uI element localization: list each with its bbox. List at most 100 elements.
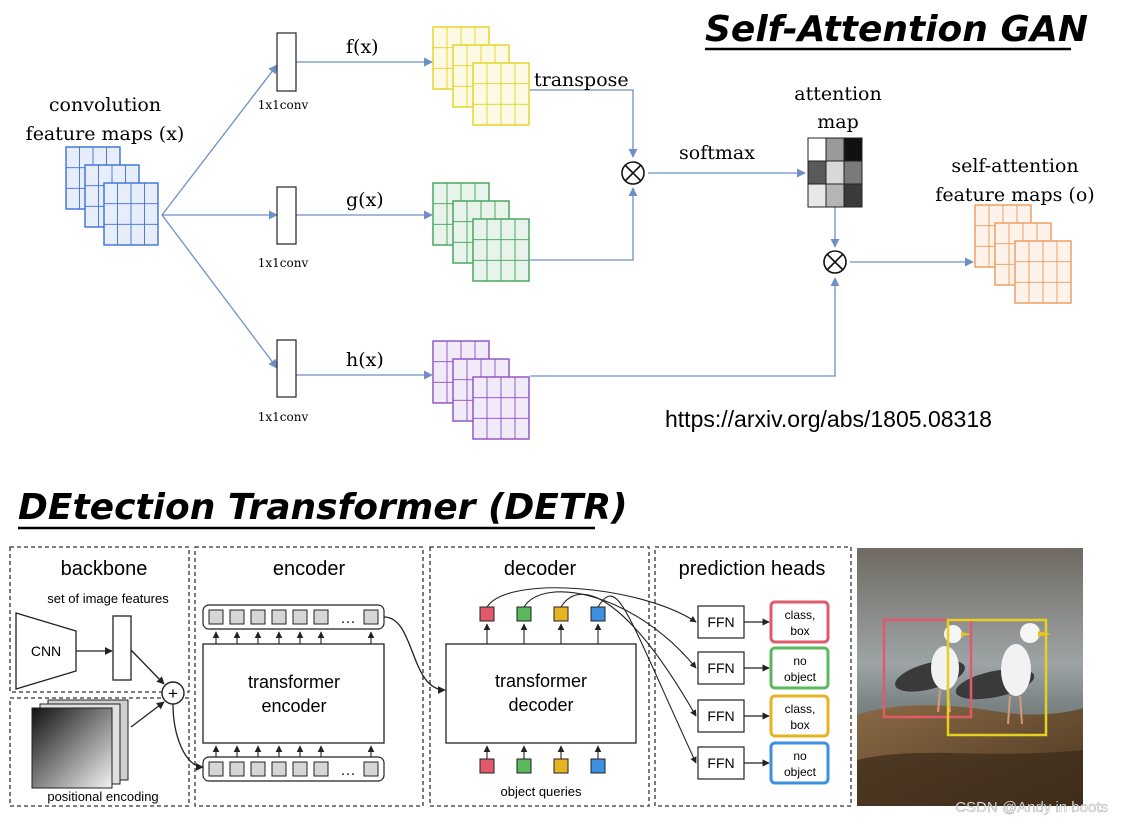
encoder-box-line1: transformer (248, 672, 340, 692)
attention-cell (843, 160, 863, 185)
detr-title: DEtection Transformer (DETR) (18, 487, 628, 528)
feature-map-layer (472, 376, 530, 440)
input-label-line1: convolution (49, 94, 161, 116)
h-feature-maps (432, 340, 530, 440)
cnn-label: CNN (31, 643, 61, 659)
arrow-plus-to-encoder (172, 703, 204, 771)
cnn-block (15, 612, 77, 690)
arrow-output-to-ffn (560, 593, 697, 717)
positional-encoding-maps (31, 699, 129, 789)
prediction-box (769, 741, 830, 785)
backbone-subtitle: set of image features (47, 591, 169, 606)
positional-encoding-panel (9, 697, 190, 807)
g-label: g(x) (346, 189, 384, 211)
token (208, 609, 224, 625)
attention-cell (825, 160, 845, 185)
attention-cell (807, 183, 827, 208)
decoder-box-line2: decoder (508, 695, 573, 715)
prediction-line1: no (793, 654, 807, 668)
attention-cell (843, 183, 863, 208)
detection-box-bird-2 (946, 618, 1048, 737)
arrow-output-to-ffn (486, 587, 697, 623)
decoder-title: decoder (504, 558, 577, 580)
token (271, 609, 287, 625)
token (292, 761, 308, 777)
token (229, 761, 245, 777)
decoder-output-token (516, 606, 532, 622)
arrow-encoder-to-decoder (383, 616, 446, 694)
token (363, 609, 379, 625)
object-query (479, 758, 495, 774)
token (250, 761, 266, 777)
arrow-f-to-mult (530, 89, 638, 158)
prediction-line1: no (793, 749, 807, 763)
token (292, 609, 308, 625)
ffn-label: FFN (707, 614, 734, 630)
ffn-block (697, 699, 745, 733)
prediction-box (769, 646, 830, 690)
backbone-panel (9, 546, 190, 693)
token (271, 761, 287, 777)
decoder-output-token (590, 606, 606, 622)
input-feature-maps (65, 146, 159, 246)
arrow-output-to-ffn (597, 595, 697, 764)
encoder-output-ellipsis: ··· (341, 613, 356, 630)
prediction-line1: class, (785, 702, 816, 716)
ffn-block (697, 651, 745, 685)
prediction-line2: object (784, 765, 817, 779)
output-label-line2: feature maps (o) (935, 184, 1094, 206)
prediction-line2: box (790, 624, 809, 638)
g-feature-maps (432, 182, 530, 282)
f-conv-block (276, 32, 297, 92)
arrow-pos-to-plus (130, 701, 165, 728)
paper-url[interactable]: https://arxiv.org/abs/1805.08318 (665, 406, 992, 432)
attention-cell (807, 160, 827, 185)
object-query (516, 758, 532, 774)
transpose-label: transpose (534, 69, 629, 91)
attention-map (807, 137, 863, 208)
encoder-box-line2: encoder (261, 696, 326, 716)
attention-cell (825, 137, 845, 162)
prediction-line2: object (784, 670, 817, 684)
input-label-line2: feature maps (x) (26, 123, 185, 145)
arrow-g-to-mult (530, 187, 638, 261)
backbone-title: backbone (61, 558, 148, 580)
prediction-line2: box (790, 718, 809, 732)
matmul-node-2 (823, 250, 847, 274)
positional-encoding-label: positional encoding (47, 789, 158, 804)
token (363, 761, 379, 777)
sagan-title: Self-Attention GAN (705, 9, 1088, 50)
prediction-box (769, 694, 830, 738)
transformer-decoder-block (445, 643, 637, 744)
h-label: h(x) (346, 349, 384, 371)
feature-map-layer (472, 218, 530, 282)
ffn-block (697, 746, 745, 780)
feature-map-layer (472, 62, 530, 126)
token (313, 609, 329, 625)
arrow-features-to-plus (130, 649, 165, 685)
encoder-input-ellipsis: ··· (341, 765, 356, 782)
token (250, 609, 266, 625)
plus-symbol: + (168, 684, 178, 703)
token (229, 609, 245, 625)
matmul-node-1 (621, 161, 645, 185)
feature-map-layer (1014, 240, 1072, 304)
token (208, 761, 224, 777)
decoder-box-line1: transformer (495, 671, 587, 691)
h-conv-label: 1x1conv (258, 410, 309, 424)
object-query (590, 758, 606, 774)
decoder-output-token (479, 606, 495, 622)
attention-cell (807, 137, 827, 162)
f-label: f(x) (346, 36, 379, 58)
arrow-input-to-h-conv (161, 214, 278, 369)
object-query (553, 758, 569, 774)
ffn-label: FFN (707, 755, 734, 771)
arrow-input-to-f-conv (161, 64, 278, 216)
f-feature-maps (432, 26, 530, 126)
image-features-block (112, 615, 132, 681)
ffn-block (697, 605, 745, 639)
watermark: CSDN @Andy in boots (955, 799, 1108, 816)
output-label-line1: self-attention (951, 155, 1078, 177)
g-conv-label: 1x1conv (258, 256, 309, 270)
